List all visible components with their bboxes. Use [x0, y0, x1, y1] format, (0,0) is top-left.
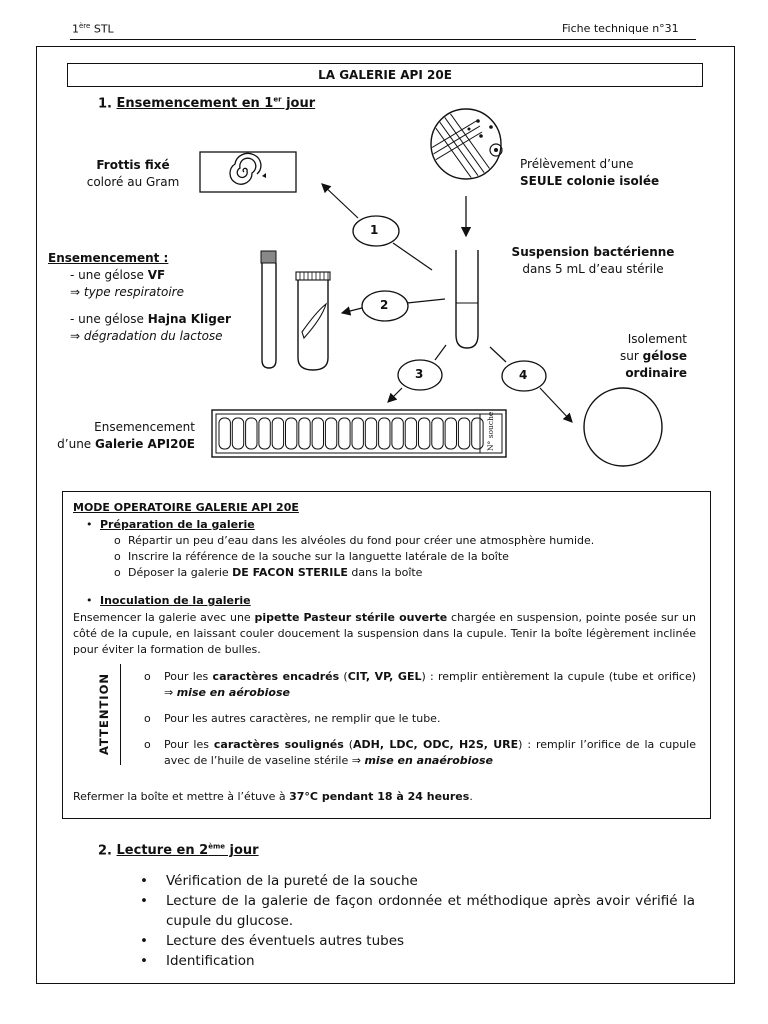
header-class: 1ère STL: [72, 22, 114, 36]
gallery-cupule: [285, 417, 298, 450]
prelevement-label: Prélèvement d’une SEULE colonie isolée: [520, 157, 660, 188]
attention-rule: [120, 664, 121, 765]
step1-label: 1: [370, 223, 379, 237]
step4-circle: [501, 360, 547, 392]
api20e-gallery-icon: [211, 409, 507, 458]
gallery-cupule: [471, 417, 484, 450]
petri-dish-icon: [430, 108, 503, 180]
step3-circle: [397, 359, 443, 391]
step1-circle: [352, 215, 400, 247]
gallery-cupule: [258, 417, 271, 450]
ens-galerie-label: Ensemencement d’une Galerie API20E: [57, 420, 195, 451]
final-instruction: Refermer la boîte et mettre à l’étuve à …: [73, 790, 473, 803]
suspension-label: Suspension bactérienne dans 5 mL d’eau s…: [511, 245, 675, 276]
section2-heading: 2. Lecture en 2ème jour: [98, 843, 259, 859]
list-item: •Lecture des éventuels autres tubes: [140, 933, 405, 949]
suspension-tube-icon: [455, 250, 479, 349]
attention-item-2: o Pour les autres caractères, ne remplir…: [144, 712, 441, 725]
gallery-cupule: [245, 417, 258, 450]
attention-item-3: o Pour les caractères soulignés (ADH, LD…: [144, 738, 697, 767]
isolement-label: Isolement sur gélose ordinaire: [620, 332, 687, 380]
gallery-cupule: [378, 417, 391, 450]
frottis-label: Frottis fixé coloré au Gram: [86, 158, 180, 189]
gallery-cupule: [391, 417, 404, 450]
page-frame: [36, 46, 735, 984]
step2-label: 2: [380, 298, 389, 312]
page-title: LA GALERIE API 20E: [67, 63, 703, 87]
vf-tube-icon: [260, 250, 277, 369]
gallery-cupule: [444, 417, 458, 450]
gallery-cupule: [338, 417, 351, 450]
gallery-cupule: [351, 417, 364, 450]
isolation-plate-icon: [583, 387, 663, 467]
diagram-graphics: [199, 108, 663, 467]
mode-title: MODE OPERATOIRE GALERIE API 20E: [73, 501, 299, 514]
step4-label: 4: [519, 368, 528, 382]
step2-circle: [361, 290, 409, 322]
attention-item-1: o Pour les caractères encadrés (CIT, VP,…: [144, 670, 696, 699]
gallery-cupule: [231, 417, 245, 450]
header-sheet-number: Fiche technique n°31: [562, 22, 679, 35]
gallery-cupule: [271, 417, 285, 450]
inoculation-paragraph: Ensemencer la galerie avec une pipette P…: [73, 611, 697, 656]
gallery-cupule: [404, 417, 418, 450]
gallery-cupule: [324, 417, 338, 450]
mode-operatoire-box: [62, 491, 711, 819]
list-item: •Identification: [140, 953, 255, 969]
list-item: •Lecture de la galerie de façon ordonnée…: [140, 893, 695, 929]
header-rule: [70, 39, 696, 40]
gallery-cupule: [364, 417, 378, 450]
reading-list: •Vérification de la pureté de la souche …: [140, 871, 695, 971]
gallery-cupule: [418, 417, 431, 450]
attention-label: ATTENTION: [97, 673, 111, 755]
gallery-cupule: [431, 417, 444, 450]
list-item: •Vérification de la pureté de la souche: [140, 873, 418, 889]
kligler-tube-icon: [295, 271, 331, 371]
step3-label: 3: [415, 367, 424, 381]
inoculation-title: •Inoculation de la galerie: [86, 594, 251, 607]
slide-icon: [199, 151, 297, 193]
gallery-cupule: [311, 417, 325, 450]
ensemencement-list: Ensemencement : - une gélose VF ⇒ type r…: [48, 251, 231, 343]
gallery-cupule: [457, 417, 471, 450]
souche-label: N° souche: [486, 411, 495, 451]
gallery-cupule: [218, 417, 231, 450]
section1-heading: 1. Ensemencement en 1er jour: [98, 96, 316, 112]
gallery-cupule: [298, 417, 311, 450]
